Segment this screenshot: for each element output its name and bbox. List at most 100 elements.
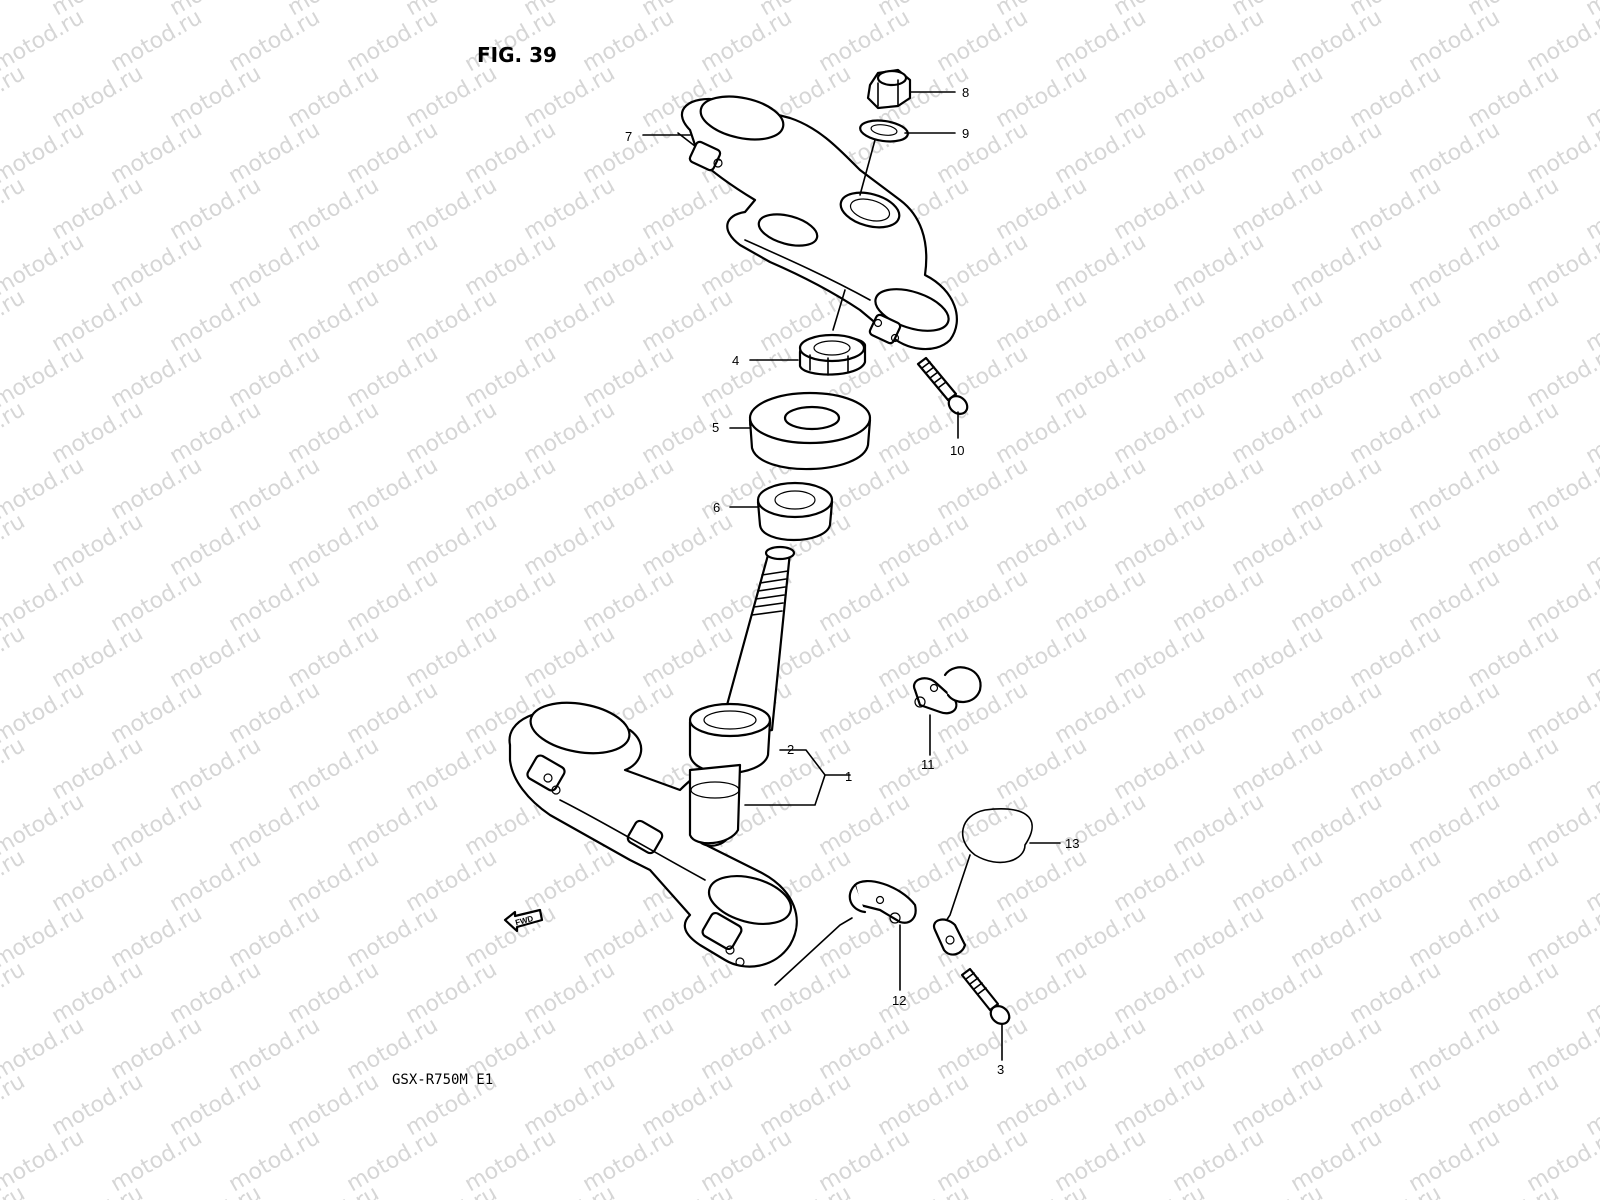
watermark: motod.ru [520, 173, 620, 245]
watermark: motod.ru [107, 117, 207, 189]
watermark: motod.ru [402, 957, 502, 1029]
watermark: motod.ru [1346, 733, 1446, 805]
watermark: motod.ru [1464, 621, 1564, 693]
watermark: motod.ru [1523, 1013, 1600, 1085]
watermark: motod.ru [284, 173, 384, 245]
watermark: motod.ru [343, 5, 443, 77]
watermark: motod.ru [48, 1181, 148, 1200]
watermark: motod.ru [48, 61, 148, 133]
watermark: motod.ru [284, 1069, 384, 1141]
watermark: motod.ru [520, 61, 620, 133]
watermark: motod.ru [1523, 5, 1600, 77]
watermark: motod.ru [933, 1013, 1033, 1085]
watermark: motod.ru [1051, 341, 1151, 413]
wire-loop [932, 808, 1033, 956]
watermark: motod.ru [1110, 845, 1210, 917]
watermark: motod.ru [284, 1181, 384, 1200]
watermark: motod.ru [1287, 1013, 1387, 1085]
watermark: motod.ru [166, 61, 266, 133]
watermark: motod.ru [48, 397, 148, 469]
figure-title: FIG. 39 [477, 43, 557, 67]
watermark: motod.ru [166, 957, 266, 1029]
callout-5: 5 [712, 420, 719, 435]
watermark: motod.ru [874, 1181, 974, 1200]
watermark: motod.ru [697, 1013, 797, 1085]
watermark: motod.ru [579, 229, 679, 301]
watermark: motod.ru [1169, 901, 1269, 973]
clamp-12 [848, 880, 917, 924]
watermark: motod.ru [284, 397, 384, 469]
watermark: motod.ru [1228, 509, 1328, 581]
stem-nut [798, 333, 867, 376]
top-nut [866, 68, 912, 110]
watermark: motod.ru [1464, 1181, 1564, 1200]
watermark: motod.ru [402, 509, 502, 581]
watermark: motod.ru [1228, 61, 1328, 133]
watermark: motod.ru [1051, 565, 1151, 637]
watermark: motod.ru [1051, 1125, 1151, 1197]
watermark: motod.ru [1346, 173, 1446, 245]
watermark: motod.ru [933, 341, 1033, 413]
watermark: motod.ru [284, 621, 384, 693]
watermark: motod.ru [697, 1125, 797, 1197]
watermark: motod.ru [1582, 1069, 1600, 1141]
watermark: motod.ru [1287, 789, 1387, 861]
watermark: motod.ru [343, 789, 443, 861]
model-code: GSX-R750M E1 [392, 1072, 493, 1088]
watermark: motod.ru [933, 117, 1033, 189]
watermark: motod.ru [1523, 789, 1600, 861]
watermark: motod.ru [402, 733, 502, 805]
watermark: motod.ru [1228, 173, 1328, 245]
washer [859, 119, 909, 143]
watermark: motod.ru [166, 1069, 266, 1141]
watermark: motod.ru [1405, 5, 1505, 77]
watermark: motod.ru [1464, 509, 1564, 581]
watermark: motod.ru [0, 957, 29, 1029]
callout-12: 12 [892, 993, 906, 1008]
watermark: motod.ru [815, 789, 915, 861]
watermark: motod.ru [1405, 565, 1505, 637]
watermark: motod.ru [107, 341, 207, 413]
watermark: motod.ru [579, 1125, 679, 1197]
watermark: motod.ru [933, 789, 1033, 861]
watermark: motod.ru [874, 957, 974, 1029]
watermark: motod.ru [992, 845, 1092, 917]
watermark: motod.ru [579, 1013, 679, 1085]
watermark: motod.ru [638, 173, 738, 245]
watermark: motod.ru [1405, 677, 1505, 749]
watermark: motod.ru [1051, 117, 1151, 189]
watermark: motod.ru [874, 1069, 974, 1141]
watermark: motod.ru [1346, 1181, 1446, 1200]
watermark: motod.ru [284, 733, 384, 805]
watermark: motod.ru [1110, 1069, 1210, 1141]
watermark: motod.ru [343, 117, 443, 189]
watermark: motod.ru [638, 397, 738, 469]
watermark: motod.ru [1169, 341, 1269, 413]
watermark: motod.ru [1110, 733, 1210, 805]
watermark: motod.ru [225, 229, 325, 301]
watermark: motod.ru [697, 5, 797, 77]
watermark: motod.ru [815, 5, 915, 77]
watermark: motod.ru [107, 229, 207, 301]
lower-bearing [688, 702, 772, 775]
watermark: motod.ru [0, 509, 29, 581]
watermark: motod.ru [461, 453, 561, 525]
watermark: motod.ru [225, 677, 325, 749]
watermark: motod.ru [0, 733, 29, 805]
watermark: motod.ru [1169, 677, 1269, 749]
callout-7: 7 [625, 129, 632, 144]
watermark: motod.ru [579, 341, 679, 413]
watermark: motod.ru [107, 789, 207, 861]
watermark: motod.ru [225, 789, 325, 861]
watermark: motod.ru [1464, 285, 1564, 357]
callout-3: 3 [997, 1062, 1004, 1077]
watermark: motod.ru [933, 1125, 1033, 1197]
watermark: motod.ru [1110, 957, 1210, 1029]
watermark: motod.ru [1287, 341, 1387, 413]
watermark: motod.ru [815, 565, 915, 637]
watermark: motod.ru [1582, 957, 1600, 1029]
watermark: motod.ru [0, 397, 29, 469]
watermark: motod.ru [1228, 1181, 1328, 1200]
watermark: motod.ru [343, 453, 443, 525]
